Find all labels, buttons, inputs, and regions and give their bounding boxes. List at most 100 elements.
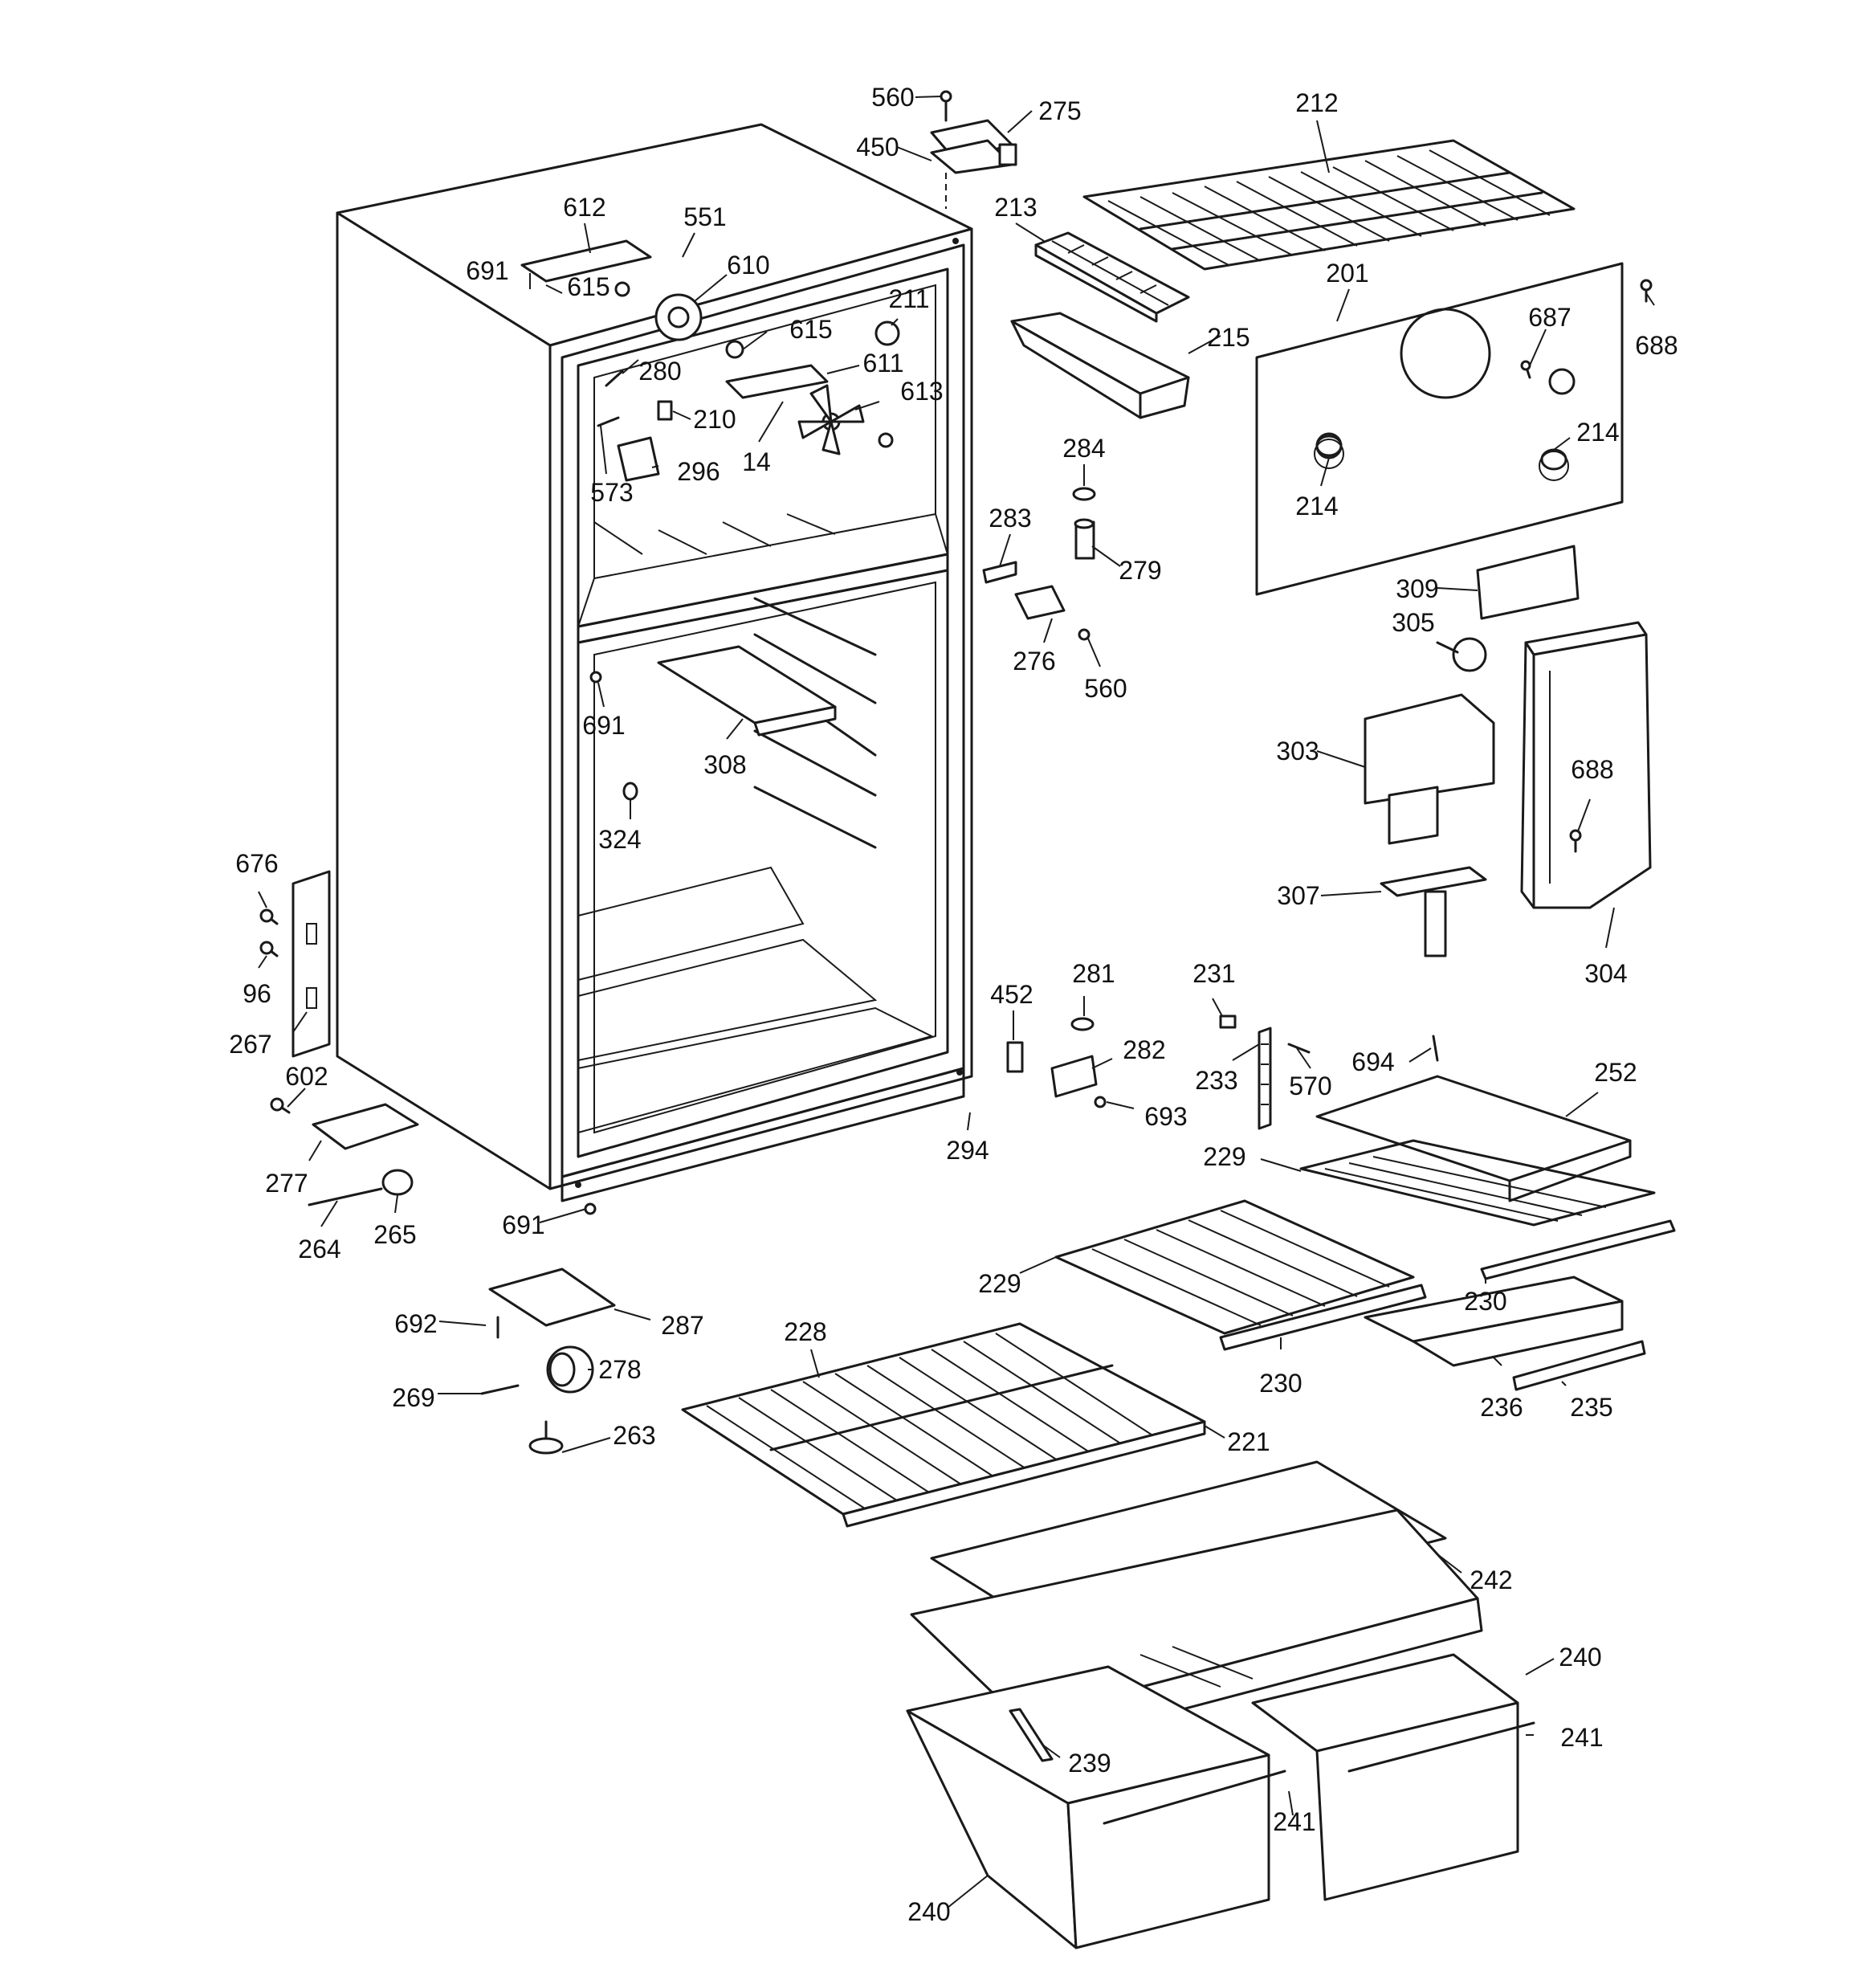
callout-241-a: 241: [1560, 1723, 1604, 1752]
callout-263: 263: [613, 1421, 656, 1450]
callout-240-a: 240: [1559, 1643, 1602, 1672]
screw-602: [270, 1097, 291, 1114]
callout-214-a: 214: [1295, 492, 1339, 520]
callout-551: 551: [683, 202, 727, 231]
callout-214-b: 214: [1576, 418, 1620, 447]
shelf-308: [657, 645, 837, 737]
roller-278: [546, 1345, 594, 1394]
control-housing-304: [1520, 621, 1652, 909]
callout-231: 231: [1192, 959, 1236, 988]
leveler-263: [528, 1420, 564, 1455]
callout-277: 277: [265, 1169, 308, 1198]
roller-265: [381, 1169, 414, 1196]
callout-212: 212: [1295, 88, 1339, 117]
callout-615-a: 615: [567, 272, 610, 301]
callout-230-b: 230: [1464, 1287, 1507, 1316]
crisper-drawer-right: [1251, 1653, 1535, 1901]
shelf-trim-230: [1219, 1219, 1676, 1351]
screw-676: [259, 908, 279, 925]
wire-shelf-221: [681, 1322, 1206, 1528]
callout-278: 278: [598, 1355, 642, 1384]
leader-lines: [258, 96, 1655, 1908]
callout-611: 611: [862, 349, 904, 378]
callout-676: 676: [235, 849, 279, 878]
callout-240-b: 240: [907, 1897, 951, 1926]
axle-269: [480, 1384, 520, 1395]
trim-235: [1512, 1340, 1646, 1391]
callout-691-mid: 691: [582, 711, 626, 740]
callout-615-b: 615: [789, 315, 833, 344]
callout-264: 264: [298, 1235, 341, 1263]
callout-279: 279: [1119, 556, 1162, 585]
callout-213: 213: [994, 193, 1037, 222]
bin-236: [1364, 1276, 1624, 1367]
callout-280: 280: [638, 357, 682, 386]
control-knob-305: [1436, 637, 1487, 672]
callout-688-mid: 688: [1571, 755, 1614, 784]
callout-228: 228: [784, 1317, 827, 1346]
callout-233: 233: [1195, 1066, 1238, 1095]
callout-691-bottom: 691: [502, 1210, 545, 1239]
freezer-wire-shelf: [1082, 139, 1576, 271]
callout-229-b: 229: [978, 1269, 1021, 1298]
callout-96: 96: [243, 979, 271, 1008]
hinge-parts-bottom: [1006, 1017, 1107, 1108]
callout-14: 14: [742, 447, 771, 476]
callout-215: 215: [1207, 323, 1250, 352]
callout-573: 573: [590, 478, 634, 507]
callout-304: 304: [1584, 959, 1628, 988]
callout-452: 452: [990, 980, 1033, 1009]
callout-284: 284: [1062, 434, 1106, 463]
callout-309: 309: [1396, 574, 1439, 603]
callout-602: 602: [285, 1062, 328, 1091]
callout-287: 287: [661, 1311, 704, 1340]
control-panel-309: [1476, 545, 1580, 620]
callout-283: 283: [989, 504, 1032, 533]
callout-560-top: 560: [871, 83, 915, 112]
shelf-support-233: [1219, 1014, 1272, 1130]
callout-276: 276: [1013, 647, 1056, 676]
callout-294: 294: [946, 1136, 989, 1165]
callout-221: 221: [1227, 1427, 1270, 1456]
callout-693: 693: [1144, 1102, 1188, 1131]
callout-242: 242: [1470, 1565, 1513, 1594]
callout-236: 236: [1480, 1393, 1523, 1422]
callout-694: 694: [1351, 1047, 1395, 1076]
callout-687: 687: [1528, 303, 1572, 332]
callout-282: 282: [1123, 1035, 1166, 1064]
callout-691-top: 691: [466, 256, 509, 285]
callout-229-a: 229: [1203, 1142, 1246, 1171]
callout-610: 610: [727, 251, 770, 280]
screw-570: [1287, 1043, 1311, 1054]
callout-269: 269: [392, 1383, 435, 1412]
shelf-229-lower: [1054, 1199, 1415, 1335]
screw-691-mid: [589, 671, 602, 684]
callout-570: 570: [1289, 1072, 1332, 1100]
axle-264: [308, 1187, 383, 1206]
callout-267: 267: [229, 1030, 272, 1059]
callout-235: 235: [1570, 1393, 1613, 1422]
callout-560-mid: 560: [1084, 674, 1127, 703]
callout-688-top: 688: [1635, 331, 1678, 360]
roller-bracket-287: [488, 1268, 616, 1327]
callout-305: 305: [1392, 608, 1435, 637]
screw-688-mid: [1569, 829, 1582, 853]
callout-296: 296: [677, 457, 720, 486]
side-bracket-267: [291, 870, 331, 1058]
glass-shelf-252: [1315, 1075, 1632, 1202]
evaporator-cover-panel: [1255, 262, 1624, 596]
divider-239: [1009, 1708, 1054, 1762]
callout-612: 612: [563, 193, 606, 222]
ice-tray: [1034, 231, 1190, 323]
shelf-229-upper: [1299, 1139, 1656, 1227]
air-duct-303: [1364, 693, 1495, 845]
callout-211: 211: [888, 284, 930, 313]
callout-275: 275: [1038, 96, 1082, 125]
screw-694: [1432, 1035, 1439, 1062]
ice-bin: [1010, 312, 1190, 419]
top-hinge: [930, 90, 1017, 209]
center-hinge-parts: [982, 487, 1096, 641]
callout-241-b: 241: [1273, 1807, 1316, 1836]
bracket-277: [312, 1103, 419, 1150]
